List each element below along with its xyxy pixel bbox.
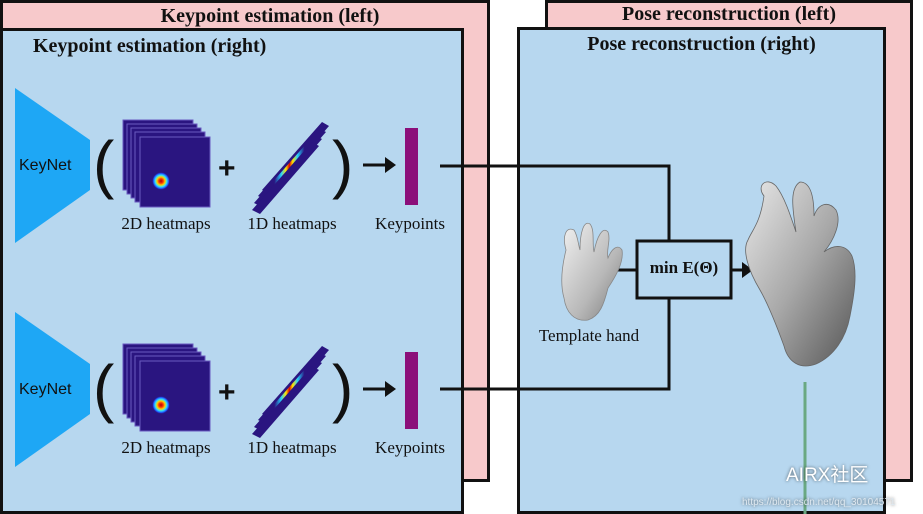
arrow-head [385,381,396,397]
heatmap-2d-stack [122,343,211,432]
plus-sign: + [218,376,236,409]
arrow-head [742,262,753,278]
keynet-label: KeyNet [19,381,72,398]
keynet-label: KeyNet [19,157,72,174]
heatmap-1d-strips [252,122,329,214]
heatmap-1d-strips [252,346,329,438]
row-1-graphics: ( + ) [15,88,418,243]
keypoints-bar [405,128,418,205]
keypoints-label: Keypoints [375,214,445,233]
close-paren: ) [332,128,353,200]
reconstructed-hand-image [745,181,856,367]
heatmap-2d-stack [122,119,211,208]
watermark-brand: AIRX社区 [786,465,869,486]
connector-lines [440,164,745,391]
open-paren: ( [93,352,114,424]
heatmap-1d-label: 1D heatmaps [247,214,337,233]
watermark-url: https://blog.csdn.net/qq_30104571 [742,497,896,508]
pose-left-title: Pose reconstruction (left) [621,3,836,25]
keypoint-estimation-right-panel: Keypoint estimation (right) [0,28,464,514]
template-hand-image [561,222,623,321]
heatmap-2d-label: 2D heatmaps [121,214,211,233]
keypoint-right-title: Keypoint estimation (right) [33,35,267,57]
plus-sign: + [218,152,236,185]
keynet-trapezoid [15,88,90,243]
heatmap-2d-label: 2D heatmaps [121,438,211,457]
close-paren: ) [332,352,353,424]
keynet-trapezoid [15,312,90,467]
keypoints-label: Keypoints [375,438,445,457]
energy-box [635,239,733,300]
heatmap-1d-label: 1D heatmaps [247,438,337,457]
pose-right-title: Pose reconstruction (right) [587,33,816,55]
template-hand-label: Template hand [538,326,640,345]
open-paren: ( [93,128,114,200]
row-2-graphics: ( + ) [15,312,418,467]
arrow-head [385,157,396,173]
keypoint-left-title: Keypoint estimation (left) [160,5,380,27]
energy-label: min E(Θ) [649,258,719,277]
keypoints-bar [405,352,418,429]
